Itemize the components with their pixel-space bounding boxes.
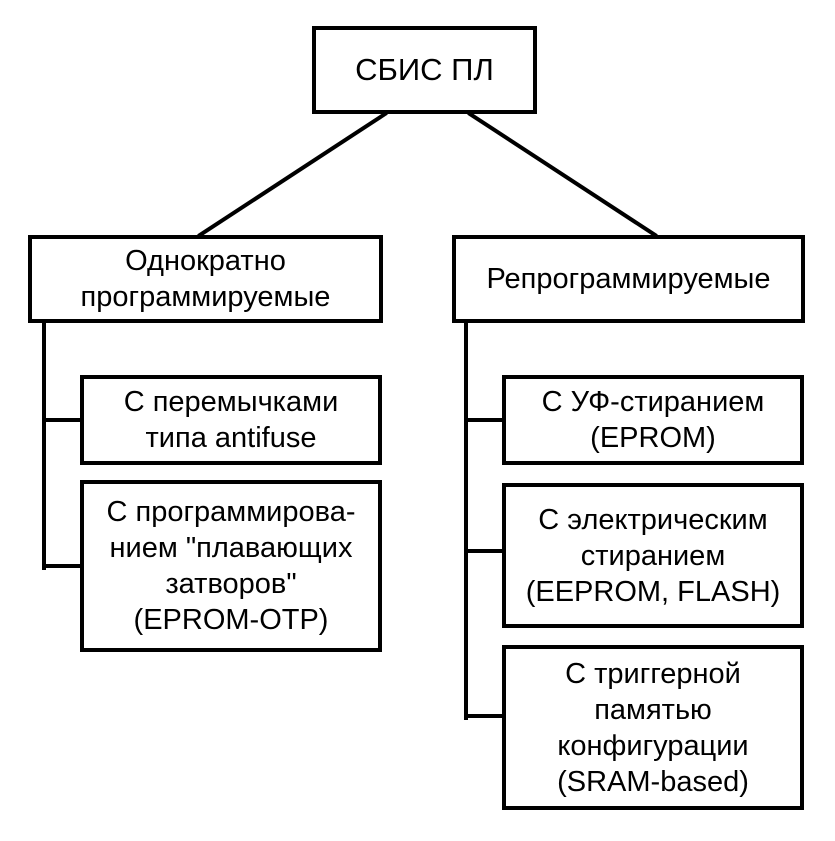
right-child-node-2: С электрическим стиранием (EEPROM, FLASH… xyxy=(502,483,804,628)
left-child-2-line-2: нием "плавающих xyxy=(109,532,353,564)
left-category-label-line-1: Однократно xyxy=(125,245,286,277)
root-node-label: СБИС ПЛ xyxy=(355,52,494,87)
root-to-right-category-line xyxy=(467,111,658,238)
left-child-1-line-2: типа antifuse xyxy=(145,422,317,454)
left-child-node-1: С перемычками типа antifuse xyxy=(80,375,382,465)
left-child-2-line-4: (EPROM-OTP) xyxy=(133,604,329,636)
right-child-2-line-3: (EEPROM, FLASH) xyxy=(525,575,781,608)
right-category-node: Репрограммируемые xyxy=(452,235,805,323)
right-child-1-line-1: С УФ-стиранием xyxy=(541,386,765,418)
root-to-left-category-line xyxy=(197,111,388,238)
right-child-1-line-2: (EPROM) xyxy=(590,422,716,454)
right-child-3-line-2: памятью xyxy=(594,693,712,726)
left-category-label-line-2: программируемые xyxy=(80,281,331,313)
right-child-node-3: С триггерной памятью конфигурации (SRAM-… xyxy=(502,645,804,810)
right-child-3-line-4: (SRAM-based) xyxy=(557,765,749,798)
right-child-2-line-2: стиранием xyxy=(580,539,726,572)
right-child-3-line-1: С триггерной xyxy=(565,657,741,690)
left-category-node: Однократно программируемые xyxy=(28,235,383,323)
right-category-label-line-1: Репрограммируемые xyxy=(486,263,771,295)
right-child-3-line-3: конфигурации xyxy=(557,729,749,762)
left-child-node-2: С программирова- нием "плавающих затворо… xyxy=(80,480,382,652)
left-child-2-line-3: затворов" xyxy=(165,568,297,600)
left-child-2-line-1: С программирова- xyxy=(106,496,356,528)
right-child-2-line-1: С электрическим xyxy=(538,503,768,536)
root-node: СБИС ПЛ xyxy=(312,26,537,114)
left-child-1-line-1: С перемычками xyxy=(123,386,339,418)
right-child-node-1: С УФ-стиранием (EPROM) xyxy=(502,375,804,465)
